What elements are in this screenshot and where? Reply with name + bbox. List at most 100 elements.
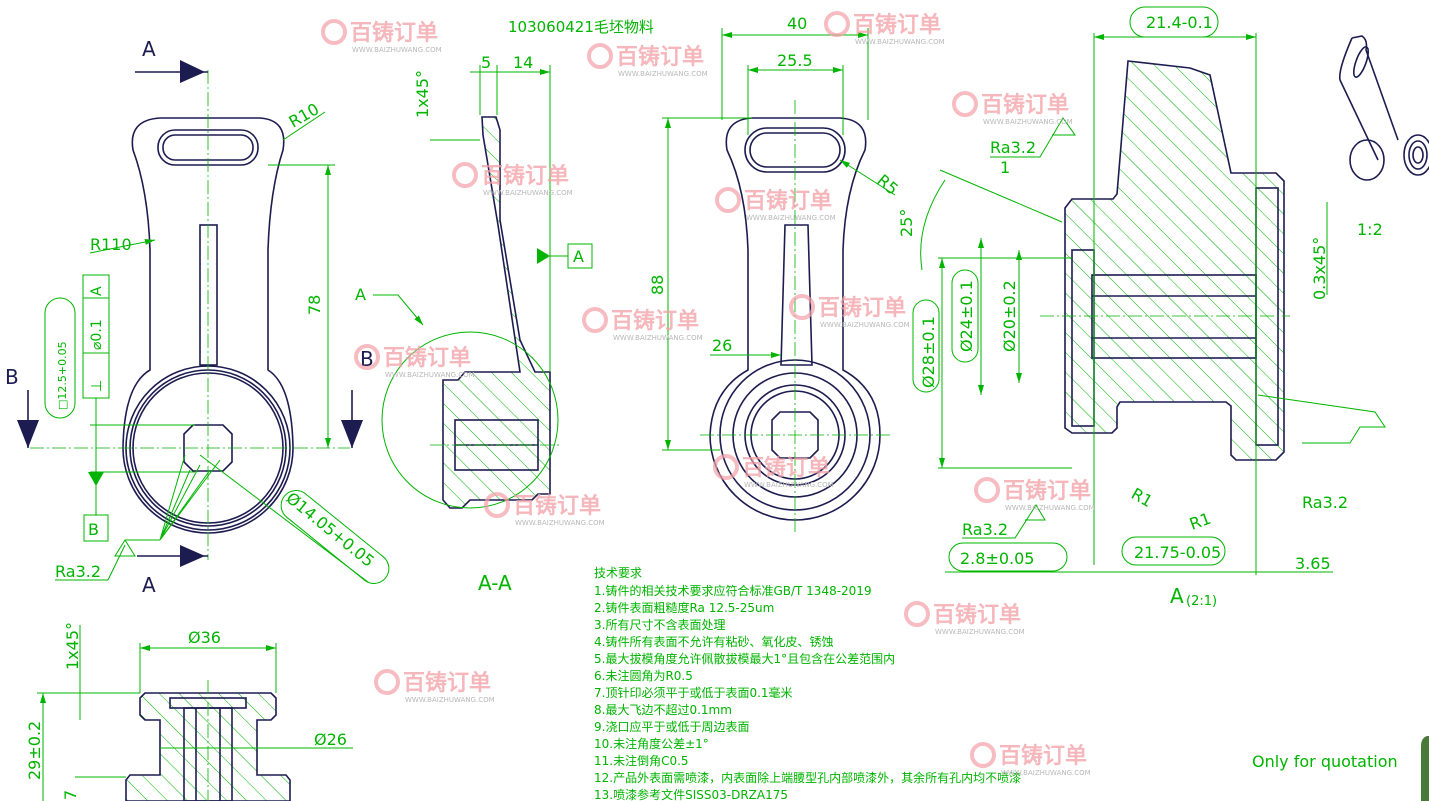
datum-ref-a: A	[89, 286, 105, 296]
detail-ref-a: A	[355, 285, 366, 304]
dim-14: 14	[513, 53, 533, 72]
dim-bore: Ø14.05+0.05	[282, 488, 377, 570]
svg-text:百铸订单: 百铸订单	[1003, 478, 1091, 504]
datum-b: B	[88, 520, 99, 539]
tech-req-item: 9.浇口应平于或低于周边表面	[594, 719, 749, 734]
tech-req-item: 2.铸件表面粗糙度Ra 12.5-25um	[594, 600, 774, 615]
svg-text:百铸订单: 百铸订单	[853, 12, 941, 38]
svg-text:百铸订单: 百铸订单	[742, 455, 830, 481]
svg-text:百铸订单: 百铸订单	[611, 308, 699, 334]
bottom-chamfer: 1x45°	[63, 622, 82, 670]
tech-req-item: 12.产品外表面需喷漆，内表面除上端腰型孔内部喷漆外，其余所有孔内均不喷漆	[594, 770, 1021, 785]
dim-21-75: 21.75-0.05	[1134, 543, 1221, 562]
svg-text:WWW.BAIZHUWANG.COM: WWW.BAIZHUWANG.COM	[983, 118, 1073, 126]
dim-25-5: 25.5	[777, 51, 813, 70]
svg-text:WWW.BAIZHUWANG.COM: WWW.BAIZHUWANG.COM	[352, 46, 442, 54]
iso-scale: 1:2	[1357, 220, 1383, 239]
svg-text:WWW.BAIZHUWANG.COM: WWW.BAIZHUWANG.COM	[855, 38, 945, 46]
dim-26: 26	[712, 336, 732, 355]
perpendicularity-symbol: ⊥	[89, 380, 105, 392]
dim-2-8: 2.8±0.05	[960, 549, 1034, 568]
tech-req-item: 11.未注倒角C0.5	[594, 753, 689, 768]
dim-r5: R5	[873, 171, 902, 199]
tech-req-item: 7.顶针印必须平于或低于表面0.1毫米	[594, 685, 793, 700]
svg-text:百铸订单: 百铸订单	[981, 92, 1069, 118]
bottom-section-view: Ø36 1x45° 29±0.2 Ø26 7	[25, 622, 353, 801]
svg-text:WWW.BAIZHUWANG.COM: WWW.BAIZHUWANG.COM	[385, 371, 475, 379]
svg-text:百铸订单: 百铸订单	[383, 345, 471, 371]
dim-r1-b: R1	[1187, 509, 1214, 534]
front-view: 78 R10 R110 □12.5+0.05 A ⌀0.1 ⊥ B Ø14.05…	[5, 37, 390, 597]
side-view: 40 25.5 88 26 R5	[648, 14, 902, 535]
detail-scale: (2:1)	[1186, 594, 1217, 609]
part-number-label: 103060421毛坯物料	[508, 18, 654, 36]
dim-dia-24: Ø24±0.1	[957, 280, 976, 352]
svg-text:WWW.BAIZHUWANG.COM: WWW.BAIZHUWANG.COM	[618, 70, 708, 78]
tech-req-item: 4.铸件所有表面不允许有粘砂、氧化皮、锈蚀	[594, 634, 833, 649]
tech-req-item: 6.未注圆角为R0.5	[594, 668, 693, 683]
svg-text:百铸订单: 百铸订单	[350, 20, 438, 46]
svg-text:WWW.BAIZHUWANG.COM: WWW.BAIZHUWANG.COM	[483, 189, 573, 197]
dim-88: 88	[648, 275, 667, 295]
dim-dia-28: Ø28±0.1	[919, 316, 938, 388]
quotation-note: Only for quotation	[1252, 752, 1398, 771]
detail-ra-top: Ra3.2	[990, 138, 1036, 157]
svg-text:百铸订单: 百铸订单	[616, 44, 704, 70]
flatness-value: ⌀0.1	[89, 319, 105, 350]
dim-square-12-5: □12.5+0.05	[56, 341, 69, 410]
dim-1: 1	[1000, 158, 1010, 177]
svg-text:WWW.BAIZHUWANG.COM: WWW.BAIZHUWANG.COM	[613, 334, 703, 342]
tech-req-item: 3.所有尺寸不含表面处理	[594, 617, 725, 632]
tech-req-item: 10.未注角度公差±1°	[594, 736, 709, 751]
section-mark-b-right: B	[360, 347, 374, 371]
dim-21-4: 21.4-0.1	[1146, 13, 1213, 32]
dim-chamfer-0-3: 0.3x45°	[1310, 237, 1329, 300]
tech-req-item: 5.最大拔模角度允许佩散拔模最大1°且包含在公差范围内	[594, 651, 895, 666]
section-mark-b-left: B	[5, 365, 19, 389]
dim-40: 40	[787, 14, 807, 33]
svg-text:百铸订单: 百铸订单	[818, 295, 906, 321]
svg-text:WWW.BAIZHUWANG.COM: WWW.BAIZHUWANG.COM	[744, 481, 834, 489]
dim-7: 7	[61, 790, 80, 800]
datum-a: A	[573, 247, 584, 266]
iso-view: 1:2	[1338, 35, 1429, 239]
svg-text:百铸订单: 百铸订单	[744, 188, 832, 214]
detail-ra-right: Ra3.2	[1302, 493, 1348, 512]
svg-text:WWW.BAIZHUWANG.COM: WWW.BAIZHUWANG.COM	[1001, 769, 1091, 777]
svg-text:WWW.BAIZHUWANG.COM: WWW.BAIZHUWANG.COM	[746, 214, 836, 222]
dim-29: 29±0.2	[25, 721, 44, 780]
svg-text:WWW.BAIZHUWANG.COM: WWW.BAIZHUWANG.COM	[820, 321, 910, 329]
dim-dia-20: Ø20±0.2	[1000, 280, 1019, 352]
detail-view-a: 21.4-0.1 Ra3.2 25° 1 Ø28±0.1 Ø24±0.1 Ø20…	[897, 6, 1386, 609]
svg-text:WWW.BAIZHUWANG.COM: WWW.BAIZHUWANG.COM	[1005, 504, 1095, 512]
svg-text:WWW.BAIZHUWANG.COM: WWW.BAIZHUWANG.COM	[405, 696, 495, 704]
svg-text:百铸订单: 百铸订单	[513, 493, 601, 519]
tech-req-item: 8.最大飞边不超过0.1mm	[594, 702, 732, 717]
dim-3-65: 3.65	[1295, 554, 1331, 573]
tech-req-item: 1.铸件的相关技术要求应符合标准GB/T 1348-2019	[594, 583, 872, 598]
dim-dia-36: Ø36	[188, 628, 221, 647]
svg-text:WWW.BAIZHUWANG.COM: WWW.BAIZHUWANG.COM	[515, 519, 605, 527]
detail-label: A	[1170, 584, 1184, 608]
dim-dia-26: Ø26	[314, 730, 347, 749]
svg-text:百铸订单: 百铸订单	[933, 602, 1021, 628]
tech-req-item: 13.喷漆参考文件SISS03-DRZA175	[594, 787, 788, 801]
dim-78: 78	[305, 295, 324, 315]
section-chamfer: 1x45°	[413, 70, 432, 118]
svg-text:百铸订单: 百铸订单	[481, 163, 569, 189]
